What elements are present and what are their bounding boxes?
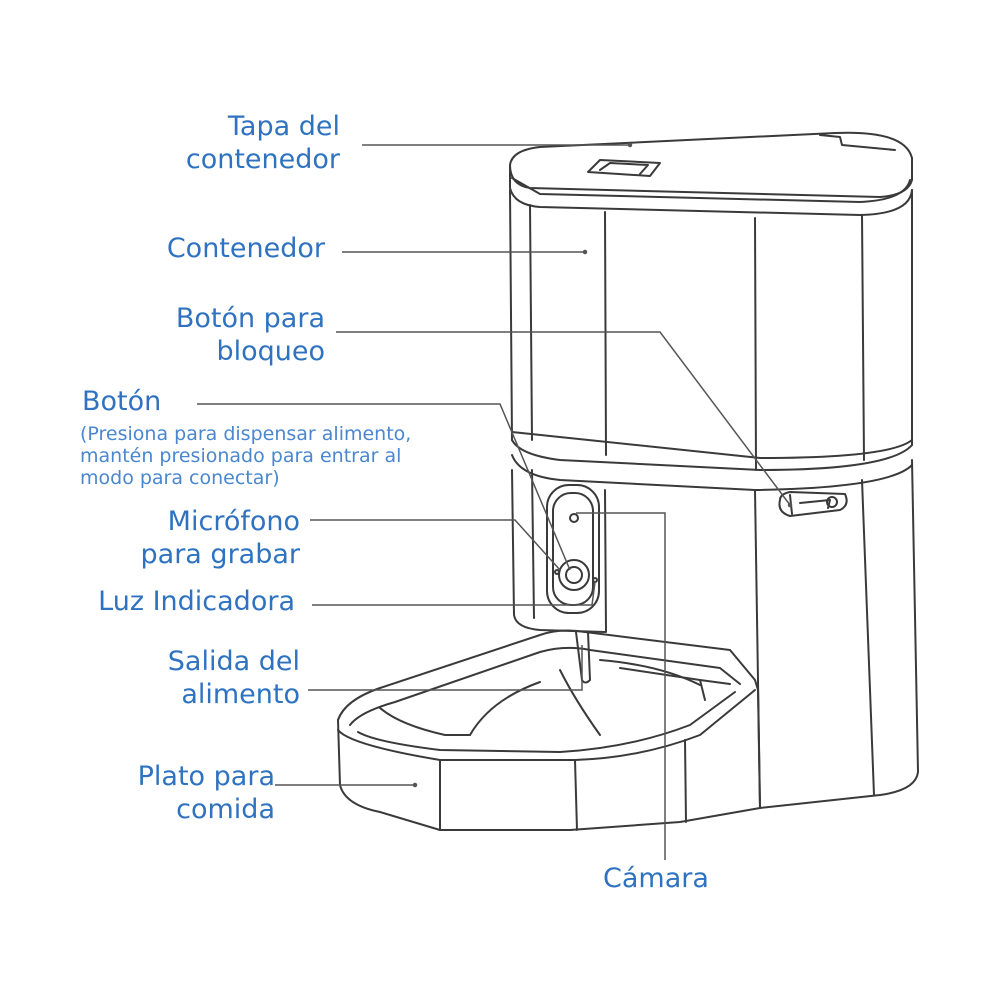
- label-boton: Botón: [82, 385, 161, 418]
- label-plato-line2: comida: [176, 794, 275, 825]
- label-contenedor-line1: Contenedor: [166, 233, 325, 264]
- label-camara-line1: Cámara: [603, 863, 709, 894]
- label-microfono-line2: para grabar: [140, 539, 300, 570]
- food-tray: [337, 629, 761, 831]
- label-salida-line2: alimento: [181, 679, 300, 710]
- label-tapa-del-contenedor: Tapa del contenedor: [140, 110, 340, 176]
- label-luz-line1: Luz Indicadora: [98, 586, 295, 617]
- label-boton-para-bloqueo: Botón para bloqueo: [120, 302, 325, 368]
- leader-lines: [197, 142, 793, 860]
- label-bloqueo-line2: bloqueo: [216, 336, 325, 367]
- label-tapa-line2: contenedor: [185, 144, 340, 175]
- label-boton-note: (Presiona para dispensar alimento, manté…: [80, 423, 411, 489]
- container-body: [509, 189, 913, 471]
- label-luz-indicadora: Luz Indicadora: [70, 585, 295, 618]
- label-salida-del-alimento: Salida del alimento: [95, 645, 300, 711]
- label-plato-para-comida: Plato para comida: [70, 760, 275, 826]
- container-lid: [509, 131, 913, 216]
- label-camara: Cámara: [603, 862, 709, 895]
- label-boton-note-line3: modo para conectar): [80, 467, 280, 489]
- food-outlet: [575, 631, 591, 684]
- label-salida-line1: Salida del: [167, 646, 300, 677]
- label-plato-line1: Plato para: [137, 761, 275, 792]
- label-boton-note-line1: (Presiona para dispensar alimento,: [80, 423, 412, 445]
- label-boton-note-line2: mantén presionado para entrar al: [80, 445, 402, 467]
- label-boton-line1: Botón: [82, 386, 162, 417]
- label-microfono-line1: Micrófono: [167, 506, 300, 537]
- label-tapa-line1: Tapa del: [227, 111, 340, 142]
- label-microfono: Micrófono para grabar: [95, 505, 300, 571]
- label-contenedor: Contenedor: [120, 232, 325, 265]
- feeder-base: [511, 454, 919, 809]
- label-bloqueo-line1: Botón para: [175, 303, 325, 334]
